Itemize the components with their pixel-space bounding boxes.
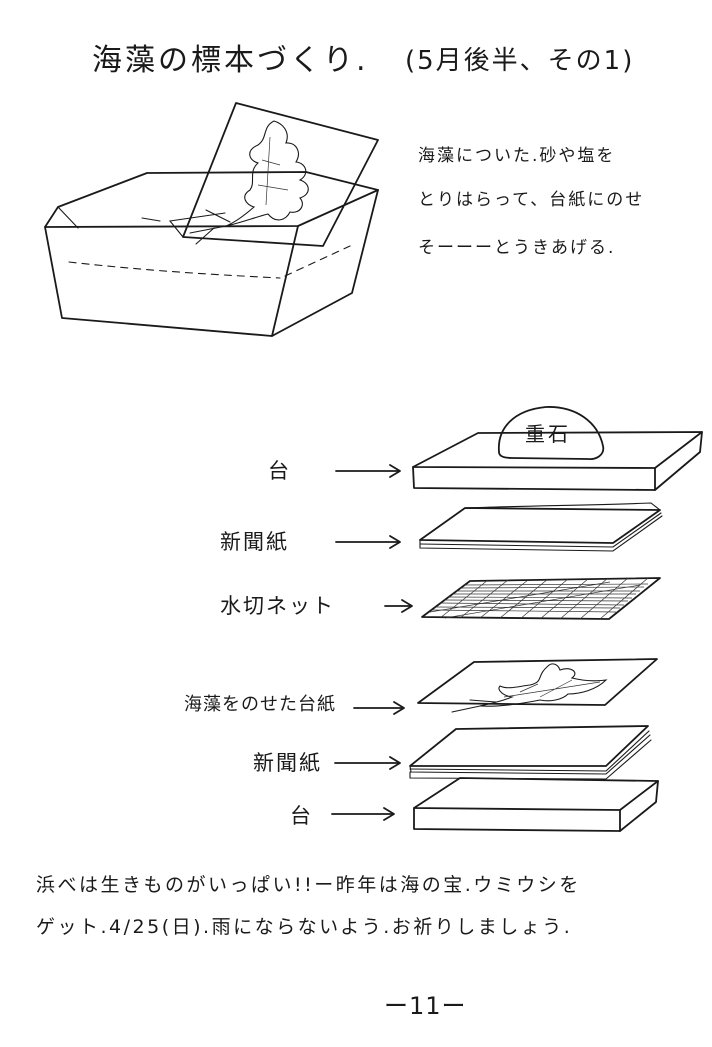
instruction-line: とりはらって、台紙にのせ bbox=[418, 190, 645, 210]
footer-line: ゲット.4/25(日).雨にならないよう.お祈りしましょう. bbox=[36, 916, 573, 938]
drain-net-drawing bbox=[421, 577, 661, 620]
layer-label-newspaper-top: 新聞紙 bbox=[220, 530, 289, 554]
weight-stone-drawing bbox=[498, 406, 605, 460]
layer-label-mount: 海藻をのせた台紙 bbox=[184, 694, 336, 715]
footer-line: 浜べは生きものがいっぱい!!ー昨年は海の宝.ウミウシを bbox=[36, 874, 581, 896]
instruction-line: そーーーとうきあげる. bbox=[418, 238, 616, 258]
sheet-drawing bbox=[141, 102, 379, 247]
mount-with-seaweed-drawing bbox=[417, 658, 658, 713]
layer-label-drain-net: 水切ネット bbox=[220, 594, 335, 618]
board-bottom-drawing bbox=[413, 777, 659, 832]
weight-stone-label: 重石 bbox=[525, 422, 571, 446]
page-title: 海藻の標本づくり. bbox=[92, 43, 369, 78]
arrow-icon bbox=[331, 807, 395, 821]
arrow-icon bbox=[334, 756, 401, 770]
instruction-line: 海藻についた.砂や塩を bbox=[418, 146, 616, 166]
arrow-icon bbox=[335, 535, 401, 549]
arrow-icon bbox=[335, 464, 401, 478]
arrow-icon bbox=[384, 599, 413, 613]
tub-drawing bbox=[44, 171, 379, 337]
newspaper-top-drawing bbox=[419, 502, 663, 552]
seaweed-drawing bbox=[189, 120, 309, 245]
arrow-icon bbox=[353, 701, 405, 715]
title-note: (5月後半、その1) bbox=[405, 46, 635, 76]
layer-label-newspaper-bottom: 新聞紙 bbox=[253, 751, 322, 775]
page-number: ー11ー bbox=[384, 992, 467, 1020]
newspaper-bottom-drawing bbox=[409, 725, 652, 780]
layer-label-board-top: 台 bbox=[268, 459, 291, 483]
layer-label-board-bottom: 台 bbox=[290, 804, 313, 828]
board-top-drawing bbox=[412, 431, 703, 491]
